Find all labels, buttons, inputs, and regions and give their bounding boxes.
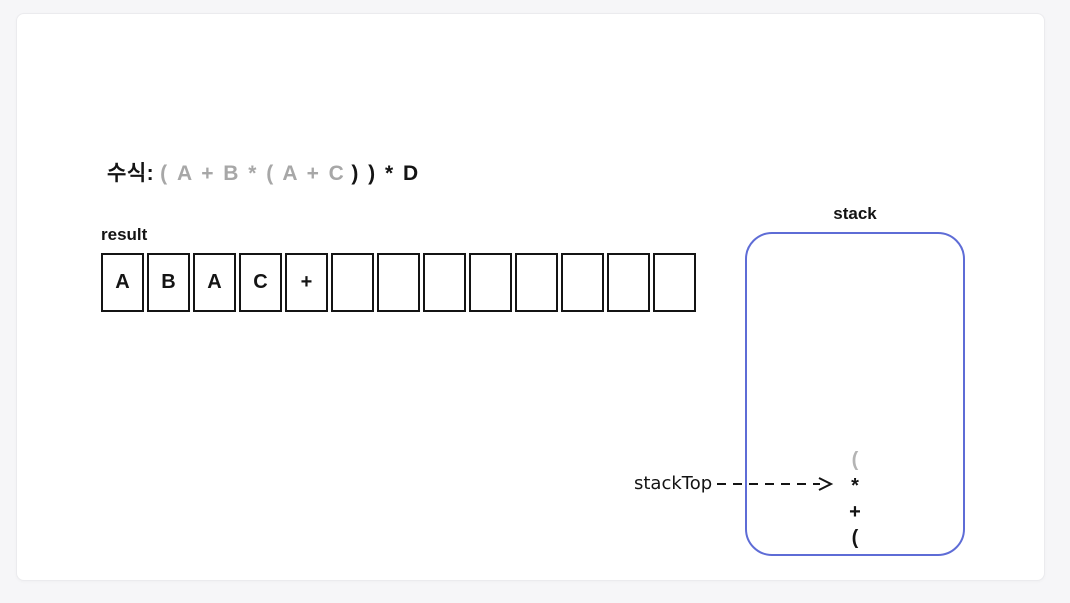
stack-item: (	[851, 527, 859, 549]
result-cell	[331, 253, 374, 312]
stack-top-label: stackTop	[634, 473, 713, 494]
expression-label: 수식:	[107, 162, 155, 185]
expression-line: 수식:( A + B * ( A + C ) ) * D	[107, 157, 419, 187]
result-array-label: result	[101, 225, 148, 244]
result-cell: A	[193, 253, 236, 312]
stack-label: stack	[833, 204, 877, 223]
stack-item: *	[851, 475, 859, 497]
expression-processed-tokens: ( A + B * ( A + C	[160, 162, 345, 185]
result-cell	[607, 253, 650, 312]
stack-top-pointer: stackTop	[634, 473, 837, 494]
result-cell	[515, 253, 558, 312]
result-cell: A	[101, 253, 144, 312]
result-cell: +	[285, 253, 328, 312]
expression-remaining-tokens: ) ) * D	[351, 162, 419, 185]
result-cell	[469, 253, 512, 312]
result-cell	[653, 253, 696, 312]
stack-items: ( * + (	[747, 447, 963, 551]
result-cell	[377, 253, 420, 312]
dashed-arrow-icon	[717, 476, 834, 491]
result-cell	[561, 253, 604, 312]
stack-box: ( * + (	[745, 232, 965, 556]
result-cell: B	[147, 253, 190, 312]
result-cell: C	[239, 253, 282, 312]
stack-item: +	[849, 501, 861, 523]
result-cell	[423, 253, 466, 312]
stack-popped-item: (	[851, 449, 859, 471]
